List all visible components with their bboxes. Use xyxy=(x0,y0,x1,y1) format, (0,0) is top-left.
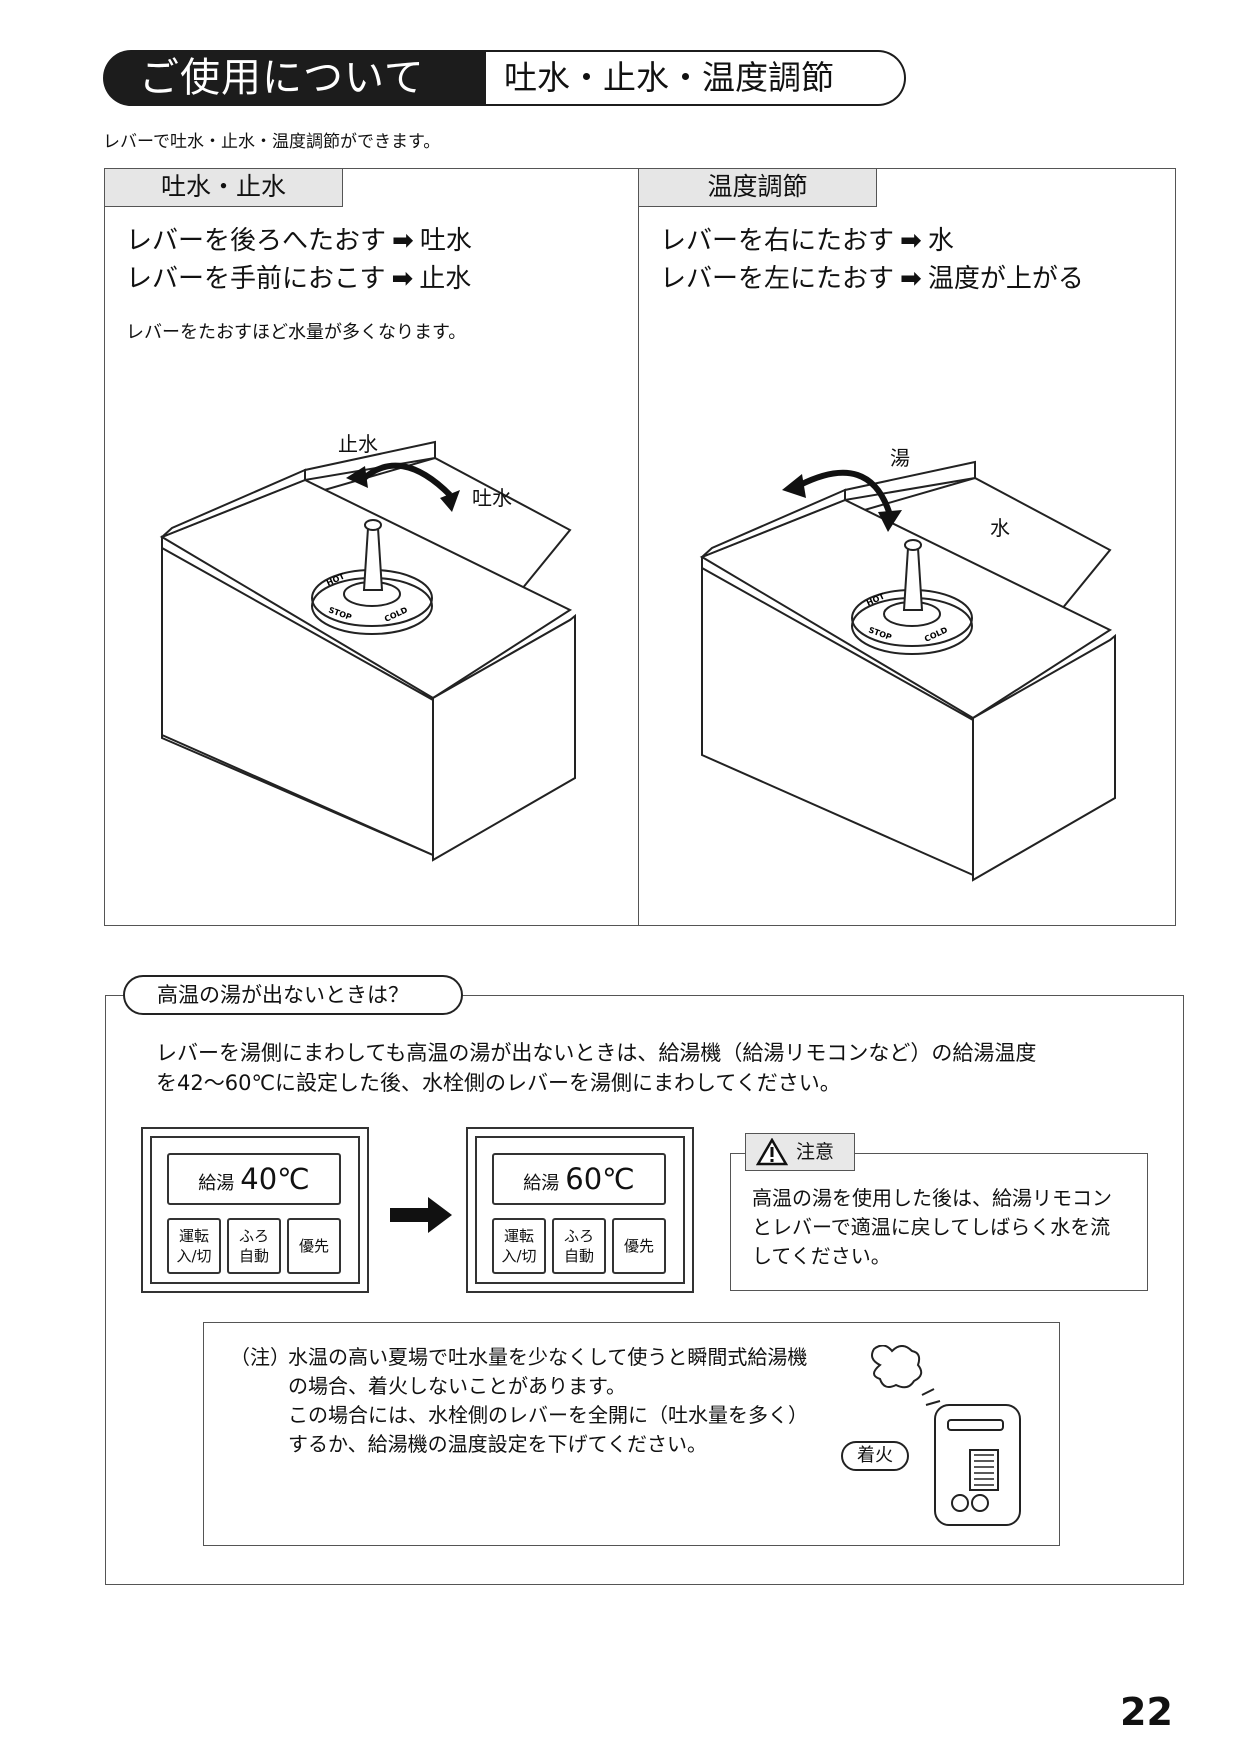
ignition-badge: 着火 xyxy=(841,1441,909,1471)
note-prefix: （注） xyxy=(230,1345,290,1369)
right-panel xyxy=(638,168,1176,926)
arrow-right-icon: ➡ xyxy=(392,226,414,256)
water-heater-illustration xyxy=(871,1345,1021,1526)
caution-title: 注意 xyxy=(796,1141,835,1163)
priority-button: 優先 xyxy=(612,1218,666,1274)
power-button: 運転入/切 xyxy=(492,1218,546,1274)
label-cold-water: 水 xyxy=(990,516,1010,540)
priority-button: 優先 xyxy=(287,1218,341,1274)
left-panel-tab: 吐水・止水 xyxy=(105,169,343,207)
right-panel-tab: 温度調節 xyxy=(639,169,877,207)
label-stop-water: 止水 xyxy=(338,432,378,456)
hot-water-section xyxy=(105,995,1184,1585)
power-button: 運転入/切 xyxy=(167,1218,221,1274)
page-number: 22 xyxy=(1120,1690,1173,1734)
left-panel-note: レバーをたおすほど水量が多くなります。 xyxy=(126,322,467,343)
arrow-right-icon: ➡ xyxy=(391,264,414,294)
faucet-box-illustration-left: HOT STOP COLD xyxy=(159,440,576,862)
caution-box xyxy=(730,1153,1148,1291)
page-subtitle: 吐水・止水・温度調節 xyxy=(486,50,906,106)
left-panel-instructions: レバーを後ろへたおす➡吐水 レバーを手前におこす➡止水 xyxy=(126,226,472,294)
intro-text: レバーで吐水・止水・温度調節ができます。 xyxy=(103,132,441,152)
caution-text: 高温の湯を使用した後は、給湯リモコン とレバーで適温に戻してしばらく水を流 して… xyxy=(752,1186,1112,1268)
caution-tab: 注意 xyxy=(745,1133,855,1171)
right-panel-instructions: レバーを右にたおす➡水 レバーを左にたおす➡温度が上がる xyxy=(660,226,1084,294)
faucet-box-illustration-right: HOT STOP COLD xyxy=(699,460,1116,882)
arrow-right-icon xyxy=(390,1197,452,1233)
bath-auto-button: ふろ自動 xyxy=(227,1218,281,1274)
label-hot-water: 湯 xyxy=(890,446,910,470)
page-title: ご使用について xyxy=(103,50,486,106)
hot-water-question: 高温の湯が出ないときは？ xyxy=(123,975,463,1015)
arrow-right-icon: ➡ xyxy=(900,264,922,294)
hot-water-body: レバーを湯側にまわしても高温の湯が出ないときは、給湯機（給湯リモコンなど）の給湯… xyxy=(156,1041,1037,1095)
bath-auto-button: ふろ自動 xyxy=(552,1218,606,1274)
warning-icon xyxy=(756,1138,788,1166)
arrow-right-icon: ➡ xyxy=(900,226,922,256)
note-box xyxy=(203,1322,1060,1546)
note-text: （注） 水温の高い夏場で吐水量を少なくして使うと瞬間式給湯機 の場合、着火しない… xyxy=(230,1343,870,1459)
label-flow-water: 吐水 xyxy=(472,486,512,510)
